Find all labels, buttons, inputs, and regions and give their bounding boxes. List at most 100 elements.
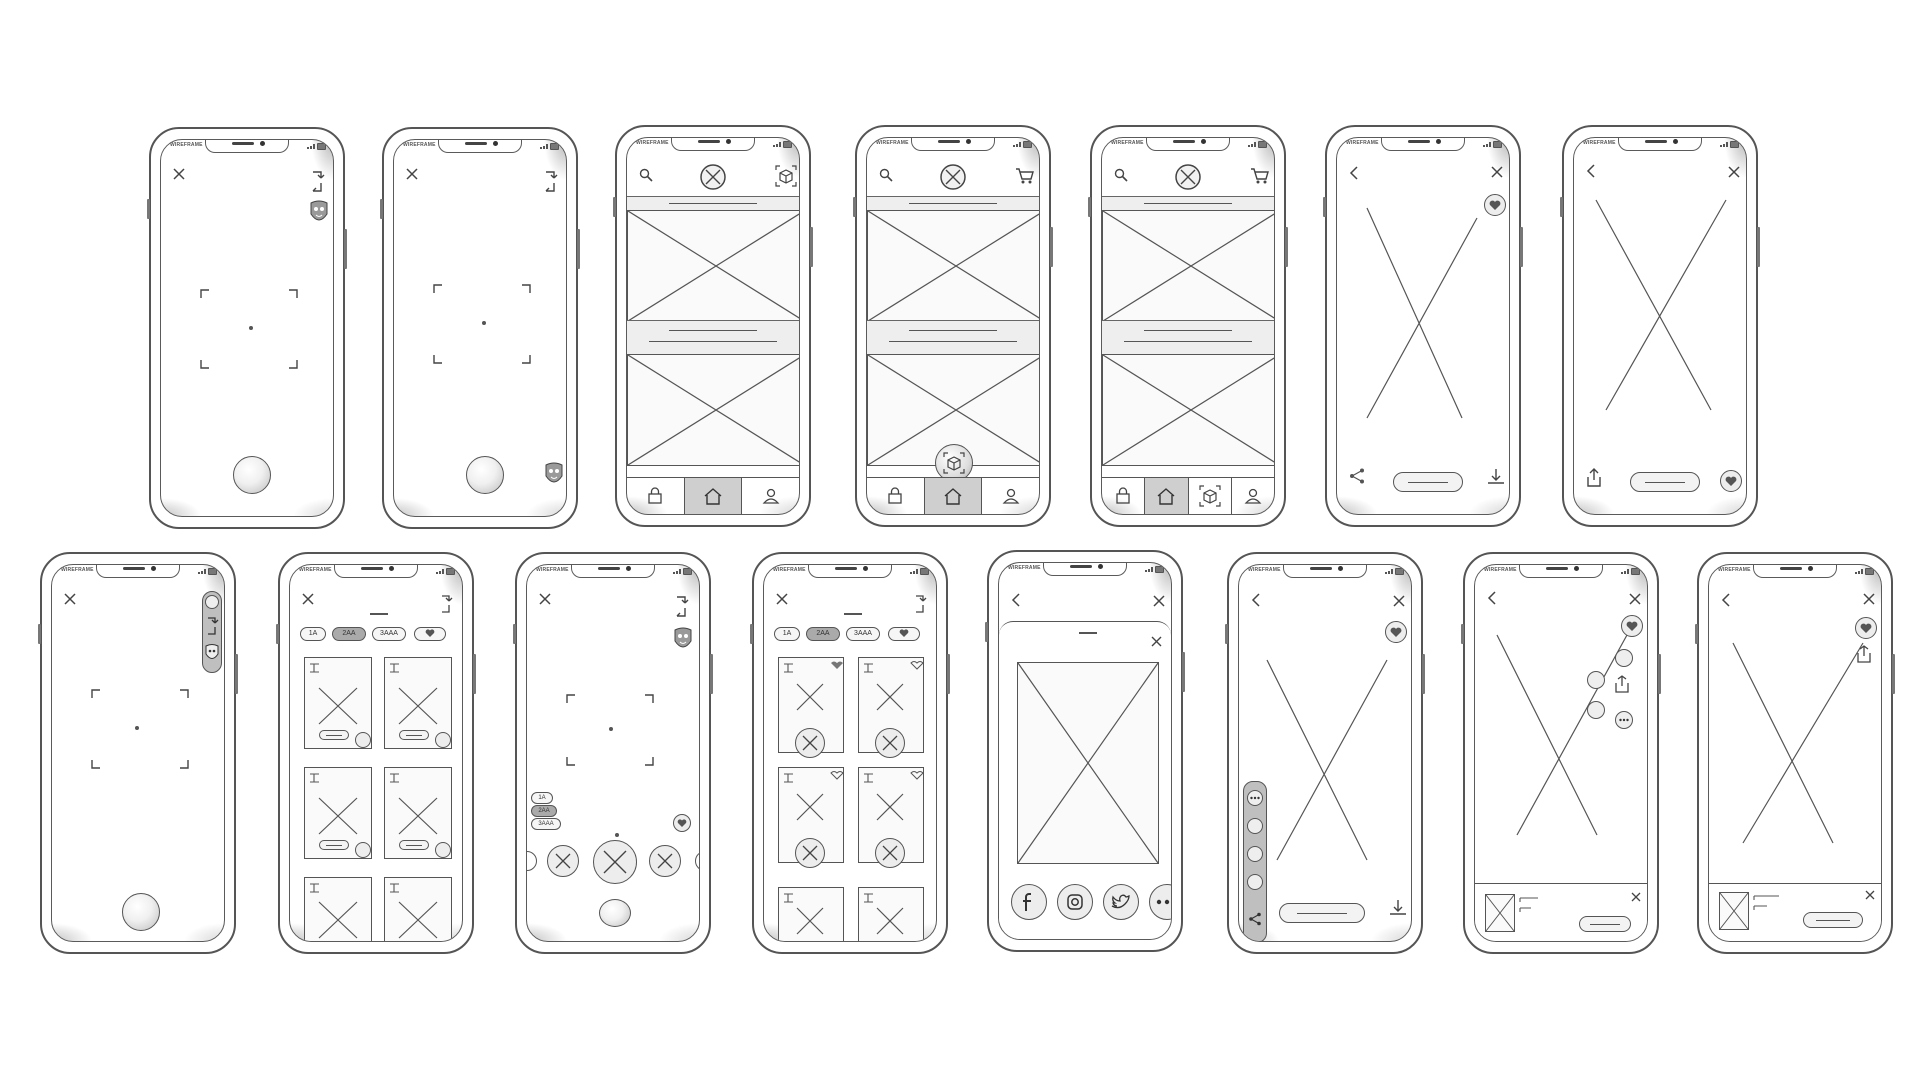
share-icon[interactable] <box>1349 468 1365 484</box>
share-more-button[interactable] <box>1149 884 1171 920</box>
close-icon[interactable] <box>1728 166 1740 178</box>
like-button[interactable] <box>1720 470 1742 492</box>
like-button[interactable] <box>1385 621 1407 643</box>
swap-camera-icon[interactable] <box>440 592 454 614</box>
tab-home[interactable] <box>683 478 743 514</box>
shutter-button[interactable] <box>233 456 271 494</box>
grid-card[interactable] <box>304 657 372 749</box>
filter-option-selected[interactable] <box>593 840 637 884</box>
search-icon[interactable] <box>1114 168 1128 182</box>
filter-option-partial[interactable] <box>695 851 699 871</box>
grid-card[interactable] <box>778 657 844 758</box>
tab-profile[interactable] <box>742 478 799 514</box>
primary-action-button[interactable] <box>1393 472 1463 492</box>
mask-icon[interactable] <box>205 644 219 662</box>
filter-option-partial[interactable] <box>527 851 537 871</box>
item-image-placeholder[interactable] <box>1496 634 1628 836</box>
grid-card[interactable] <box>304 877 372 941</box>
back-icon[interactable] <box>1251 593 1261 607</box>
more-button[interactable] <box>1615 711 1633 729</box>
filter-chip-1a[interactable]: 1A <box>774 627 800 641</box>
like-button[interactable] <box>355 732 371 748</box>
upload-icon[interactable] <box>1857 645 1871 663</box>
shutter-button[interactable] <box>122 893 160 931</box>
grid-card[interactable] <box>384 767 452 859</box>
download-icon[interactable] <box>1389 899 1407 917</box>
like-button[interactable] <box>435 732 451 748</box>
grid-card[interactable] <box>384 657 452 749</box>
back-icon[interactable] <box>1487 591 1497 605</box>
swap-camera-icon[interactable] <box>673 592 689 618</box>
like-button[interactable] <box>1621 615 1643 637</box>
ar-cube-icon[interactable] <box>775 165 797 187</box>
post-image-placeholder[interactable] <box>627 354 800 466</box>
share-instagram-button[interactable] <box>1057 884 1093 920</box>
close-icon[interactable] <box>776 593 788 605</box>
share-facebook-button[interactable] <box>1247 874 1263 890</box>
shutter-button[interactable] <box>599 899 631 927</box>
back-icon[interactable] <box>1011 593 1021 607</box>
post-image-placeholder[interactable] <box>1102 210 1275 322</box>
tab-lock[interactable] <box>627 478 684 514</box>
filter-chip-2aa[interactable]: 2AA <box>806 627 840 641</box>
logo-icon[interactable] <box>939 163 967 191</box>
card-button[interactable] <box>399 730 429 740</box>
close-icon[interactable] <box>173 168 185 180</box>
filter-chip-3aaa[interactable]: 3AAA <box>372 627 406 641</box>
filter-option[interactable] <box>875 728 905 758</box>
swap-camera-icon[interactable] <box>206 614 219 636</box>
tab-profile[interactable] <box>1232 478 1274 514</box>
filter-option[interactable] <box>795 728 825 758</box>
grid-card[interactable] <box>778 887 844 941</box>
card-button[interactable] <box>399 840 429 850</box>
sheet-handle[interactable] <box>370 613 388 615</box>
primary-action-button[interactable] <box>1279 903 1365 923</box>
logo-icon[interactable] <box>699 163 727 191</box>
toolbar-button[interactable] <box>205 595 219 609</box>
sheet-handle[interactable] <box>1079 632 1097 634</box>
swap-camera-icon[interactable] <box>542 167 558 193</box>
filter-chip-3aaa[interactable]: 3AAA <box>846 627 880 641</box>
logo-icon[interactable] <box>1174 163 1202 191</box>
like-button[interactable] <box>435 842 451 858</box>
filter-chip-1a[interactable]: 1A <box>531 792 553 804</box>
tab-home[interactable] <box>923 478 983 514</box>
close-icon[interactable] <box>1153 595 1165 607</box>
share-facebook-button[interactable] <box>1011 884 1047 920</box>
close-icon[interactable] <box>539 593 551 605</box>
swap-camera-icon[interactable] <box>914 592 928 614</box>
ar-floating-button[interactable] <box>935 444 973 482</box>
filter-chip-favorites[interactable] <box>888 627 920 641</box>
back-icon[interactable] <box>1349 166 1359 180</box>
tab-ar[interactable] <box>1189 478 1232 514</box>
post-image-placeholder[interactable] <box>1102 354 1275 466</box>
search-icon[interactable] <box>879 168 893 182</box>
swap-camera-icon[interactable] <box>309 167 325 193</box>
search-icon[interactable] <box>639 168 653 182</box>
close-icon[interactable] <box>1629 593 1641 605</box>
like-button[interactable] <box>673 814 691 832</box>
post-image-placeholder[interactable] <box>867 210 1040 322</box>
sheet-handle[interactable] <box>844 613 862 615</box>
primary-action-button[interactable] <box>1579 916 1631 932</box>
post-image-placeholder[interactable] <box>627 210 800 322</box>
share-twitter-button[interactable] <box>1247 818 1263 834</box>
close-icon[interactable] <box>302 593 314 605</box>
filter-option[interactable] <box>547 845 579 877</box>
share-instagram-button[interactable] <box>1587 671 1605 689</box>
mask-icon[interactable] <box>309 200 329 224</box>
cart-icon[interactable] <box>1250 167 1270 185</box>
share-twitter-button[interactable] <box>1587 701 1605 719</box>
filter-chip-1a[interactable]: 1A <box>300 627 326 641</box>
grid-card[interactable] <box>858 887 924 941</box>
primary-action-button[interactable] <box>1630 472 1700 492</box>
upload-icon[interactable] <box>1586 468 1602 488</box>
shutter-button[interactable] <box>466 456 504 494</box>
grid-card[interactable] <box>304 767 372 859</box>
close-icon[interactable] <box>406 168 418 180</box>
back-icon[interactable] <box>1586 164 1596 178</box>
close-icon[interactable] <box>1865 890 1875 900</box>
mini-thumbnail[interactable] <box>1485 894 1515 932</box>
close-icon[interactable] <box>1491 166 1503 178</box>
grid-card[interactable] <box>778 767 844 868</box>
